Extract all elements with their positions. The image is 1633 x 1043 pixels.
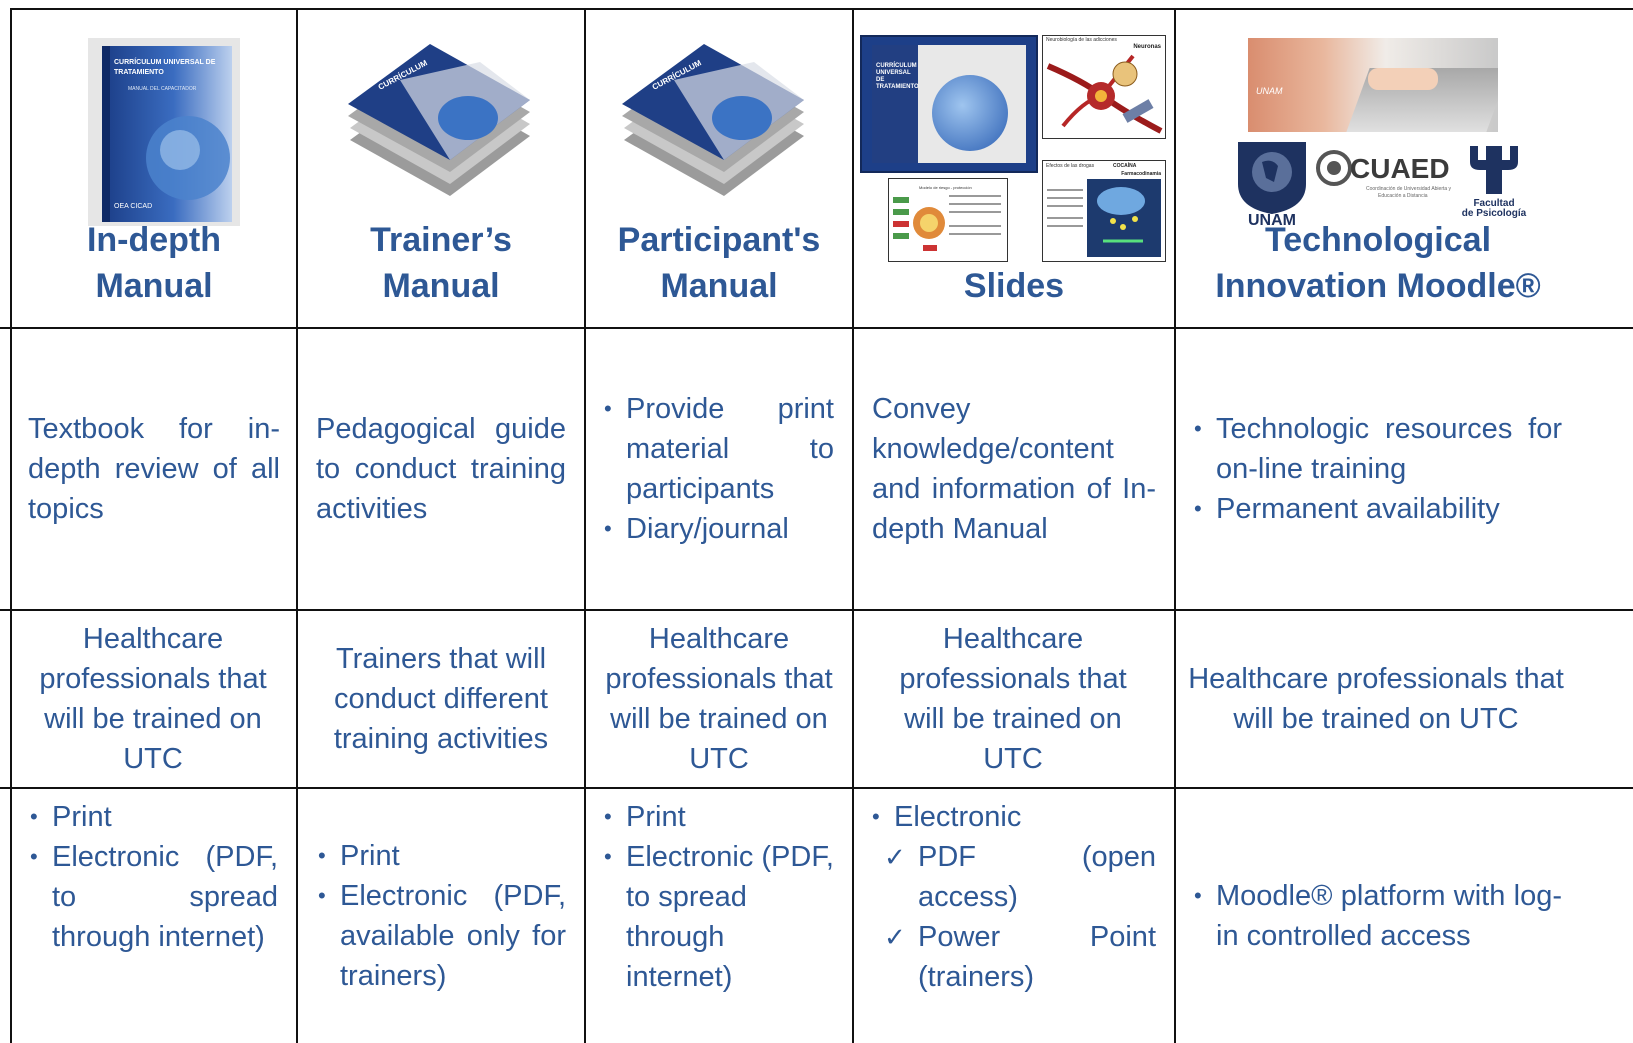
checklist-item: Power Point (trainers) — [870, 917, 1156, 997]
audience-text: Trainers that will conduct different tra… — [333, 643, 549, 755]
format-moodle: Moodle® platform with log-in controlled … — [1192, 789, 1562, 1043]
audience-participant: Healthcare professionals that will be tr… — [596, 611, 842, 787]
audience-slides: Healthcare professionals that will be tr… — [884, 611, 1142, 787]
audience-text: Healthcare professionals that will be tr… — [1188, 663, 1564, 735]
purpose-trainer: Pedagogical guide to conduct training ac… — [316, 329, 566, 609]
svg-text:CUAED: CUAED — [1350, 153, 1450, 184]
svg-text:UNAM: UNAM — [1248, 212, 1296, 226]
purpose-moodle: Technologic resources for on-line traini… — [1192, 329, 1562, 609]
svg-text:MANUAL DEL CAPACITADOR: MANUAL DEL CAPACITADOR — [128, 86, 197, 92]
audience-text: Healthcare professionals that will be tr… — [605, 623, 833, 775]
list-item: Print — [28, 797, 278, 837]
trainer-manual-cover-image: CURRÍCULUM — [348, 44, 530, 196]
purpose-trainer-text: Pedagogical guide to conduct training ac… — [316, 413, 566, 525]
list-item: Electronic (PDF, to spread through inter… — [602, 837, 834, 997]
audience-text: Healthcare professionals that will be tr… — [899, 623, 1127, 775]
row-divider — [0, 609, 1633, 611]
list-item: Print — [316, 836, 566, 876]
list-item: Electronic — [870, 797, 1156, 837]
unam-logo: UNAM — [1238, 142, 1306, 226]
purpose-slides: Convey knowledge/content and information… — [872, 329, 1156, 609]
laptop-overlay-text: UNAM — [1256, 86, 1283, 96]
audience-indepth: Healthcare professionals that will be tr… — [22, 611, 284, 787]
purpose-indepth: Textbook for in-depth review of all topi… — [28, 329, 280, 609]
laptop-hands-image: UNAM — [1248, 38, 1498, 132]
column-divider — [852, 10, 854, 1043]
svg-text:de Psicología: de Psicología — [1462, 208, 1527, 219]
svg-text:TRATAMIENTO: TRATAMIENTO — [114, 69, 164, 76]
audience-text: Healthcare professionals that will be tr… — [39, 623, 267, 775]
list-item: Electronic (PDF, available only for trai… — [316, 876, 566, 996]
column-divider — [584, 10, 586, 1043]
list-item: Print — [602, 797, 834, 837]
slide-thumbnail-risk-model: Modelo de riesgo - protección — [888, 178, 1008, 262]
row-divider — [0, 787, 1633, 789]
column-title-slides: Slides — [963, 267, 1065, 305]
list-item: Provide print material to participants — [602, 389, 834, 509]
list-item: Diary/journal — [602, 509, 834, 549]
svg-text:Facultad: Facultad — [1473, 198, 1514, 209]
row-divider — [0, 327, 1633, 329]
checklist-item: PDF (open access) — [870, 837, 1156, 917]
slide-thumbnail-neurons: Neurobiología de las adicciones Neuronas — [1042, 35, 1166, 139]
slide-thumbnail-cover: CURRÍCULUM UNIVERSAL DE TRATAMIENTO — [860, 35, 1038, 173]
cuaed-logo: CUAED Coordinación de Universidad Abiert… — [1316, 150, 1452, 199]
participant-manual-cover-image: CURRÍCULUM — [622, 44, 804, 196]
format-trainer: Print Electronic (PDF, available only fo… — [316, 789, 566, 1043]
slide-thumbnail-cocaine: Efectos de las drogas COCAÍNA Farmacodin… — [1042, 160, 1166, 262]
list-item: Moodle® platform with log-in controlled … — [1192, 876, 1562, 956]
purpose-participant: Provide print material to participants D… — [602, 329, 834, 609]
slide-title-neuro: Neurobiología de las adicciones — [1046, 37, 1117, 43]
purpose-indepth-text: Textbook for in-depth review of all topi… — [28, 413, 280, 525]
list-item: Technologic resources for on-line traini… — [1192, 409, 1562, 489]
svg-text:OEA CICAD: OEA CICAD — [114, 203, 152, 210]
svg-text:Coordinación de Universidad Ab: Coordinación de Universidad Abierta y — [1366, 186, 1452, 192]
audience-moodle: Healthcare professionals that will be tr… — [1186, 611, 1566, 787]
purpose-slides-text: Convey knowledge/content and information… — [872, 393, 1156, 545]
list-item: Permanent availability — [1192, 489, 1562, 529]
book-cover-title: CURRÍCULUM UNIVERSAL DE — [114, 57, 216, 66]
psychology-faculty-logo: Facultad de Psicología — [1462, 146, 1527, 219]
indepth-manual-cover-image: CURRÍCULUM UNIVERSAL DE TRATAMIENTO MANU… — [88, 38, 240, 226]
format-indepth: Print Electronic (PDF, to spread through… — [28, 797, 278, 1037]
column-divider — [296, 10, 298, 1043]
audience-trainer: Trainers that will conduct different tra… — [312, 611, 570, 787]
format-slides: Electronic PDF (open access) Power Point… — [870, 797, 1156, 1037]
svg-text:Educación a Distancia: Educación a Distancia — [1378, 193, 1428, 199]
format-participant: Print Electronic (PDF, to spread through… — [602, 797, 834, 1037]
list-item: Electronic (PDF, to spread through inter… — [28, 837, 278, 957]
column-divider — [1174, 10, 1176, 1043]
column-divider — [10, 10, 12, 1043]
row-divider — [10, 8, 1633, 10]
